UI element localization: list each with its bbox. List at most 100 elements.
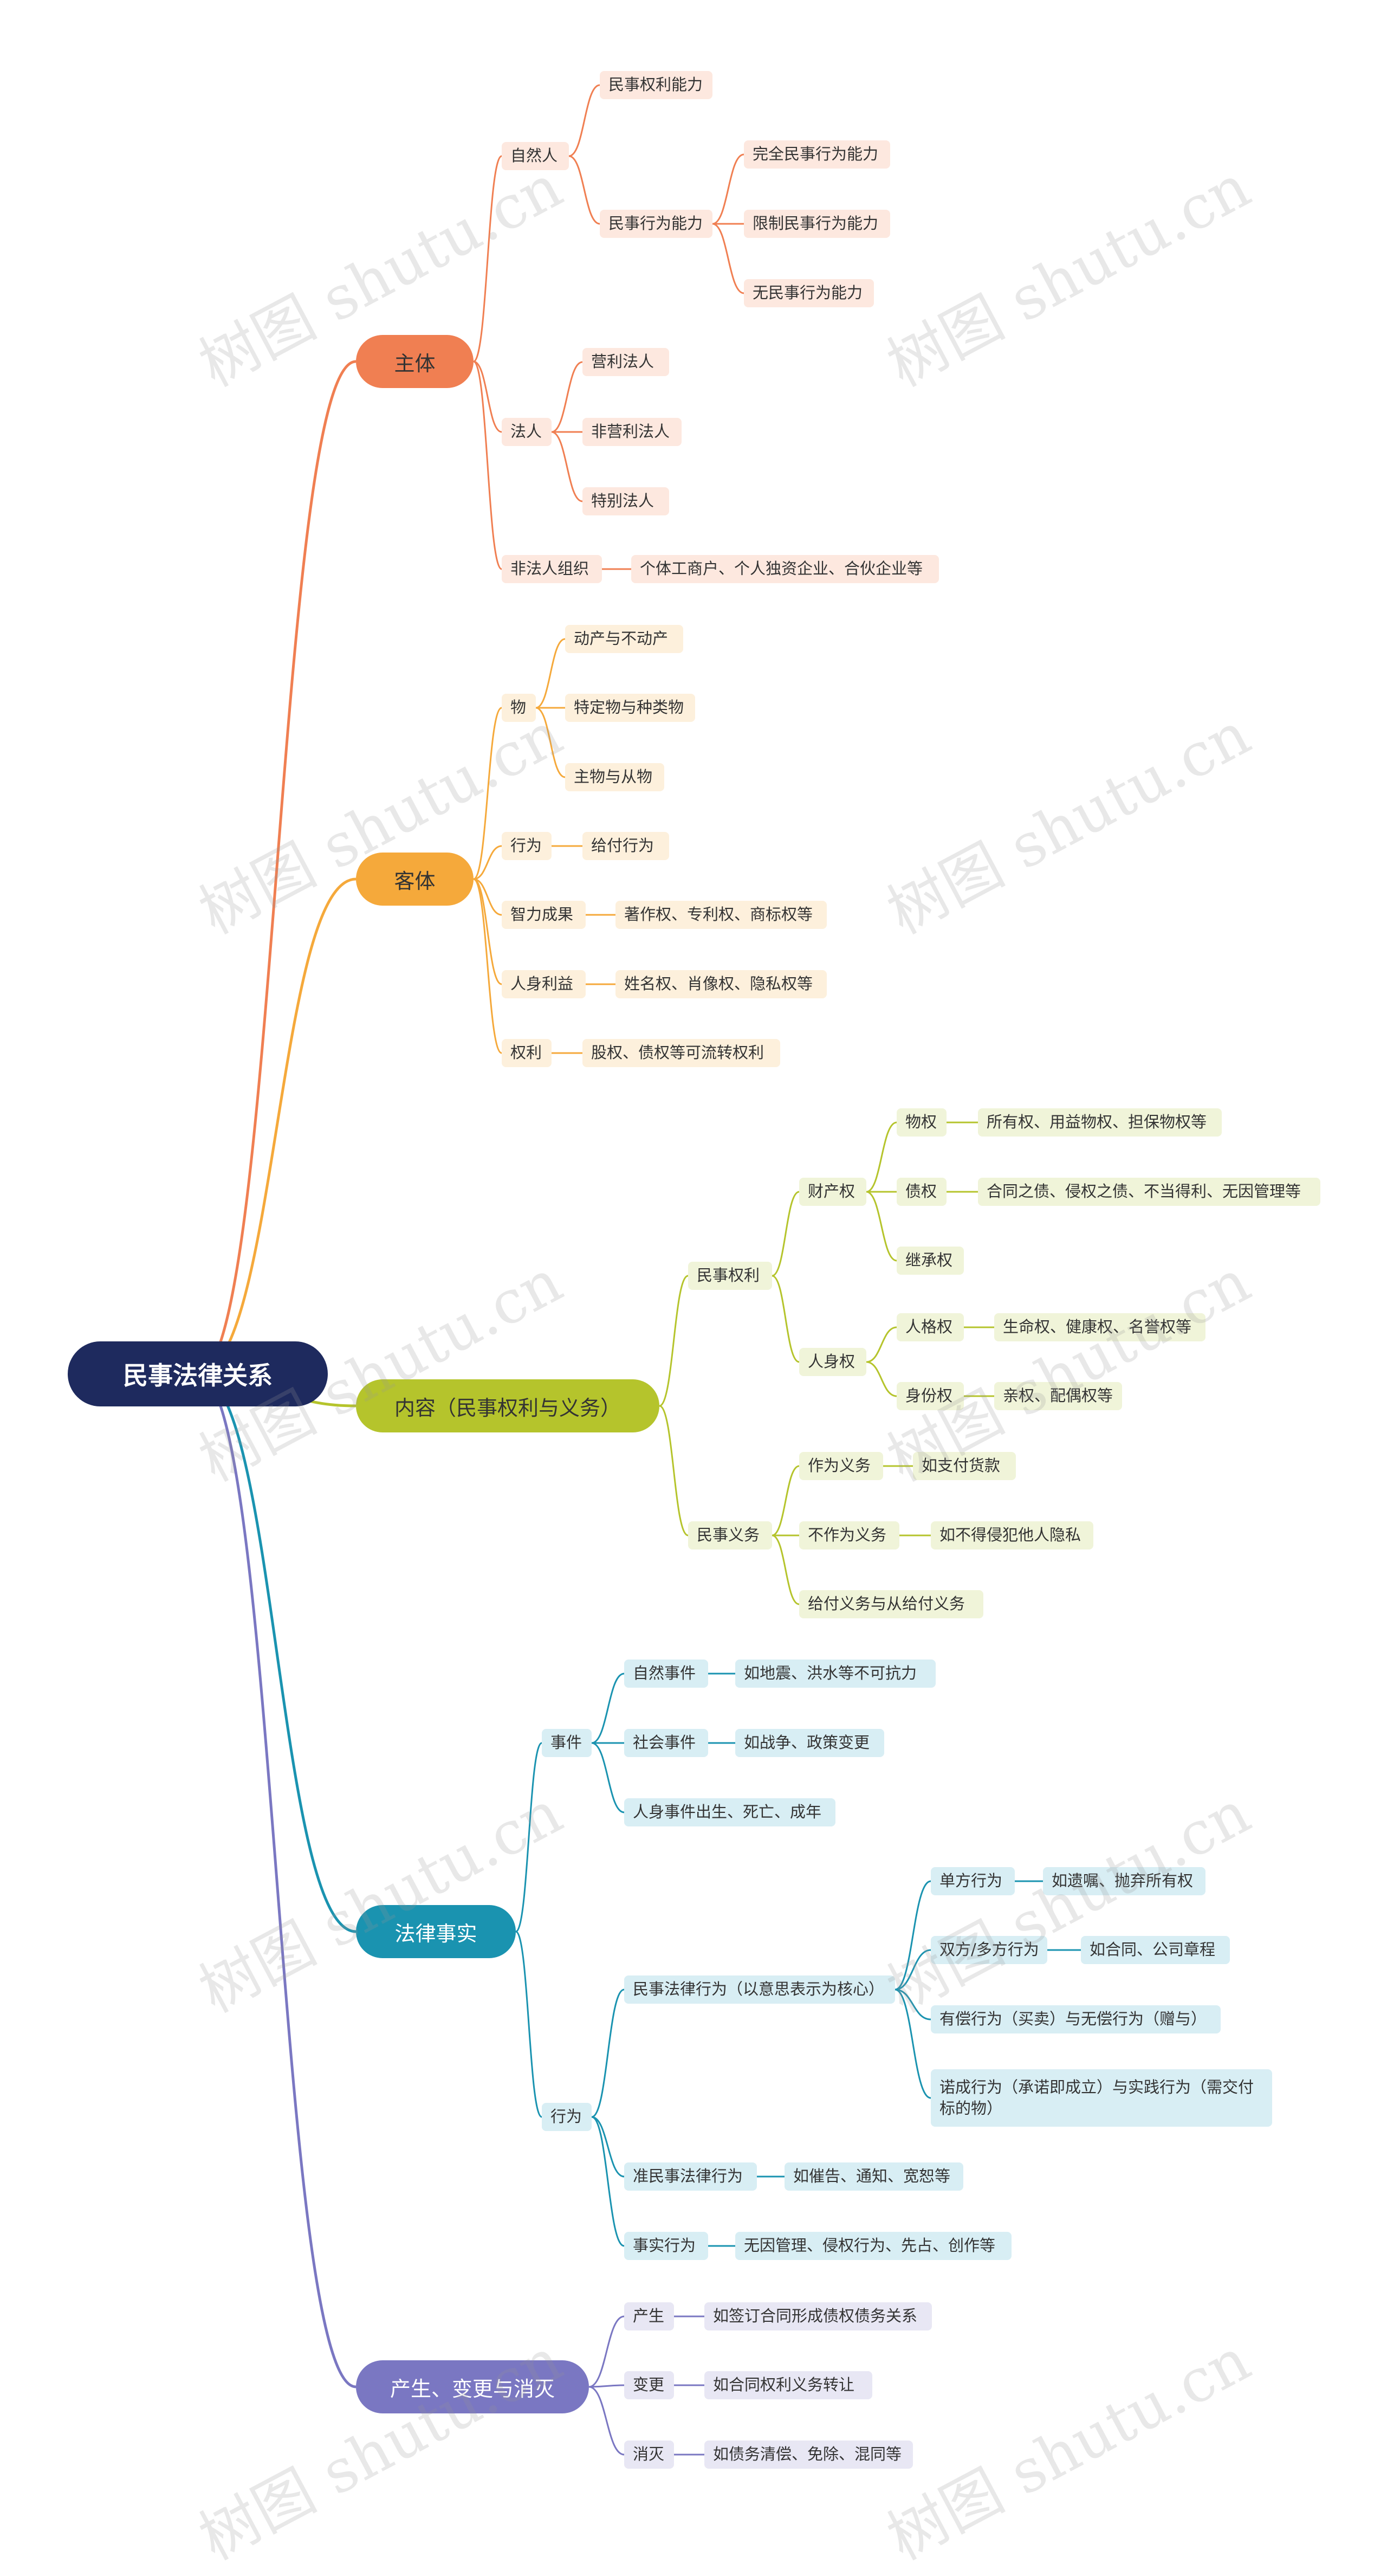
edge-sj [515, 1742, 542, 1933]
node-rs[interactable]: 人身利益 [502, 970, 586, 998]
node-smq[interactable]: 生命权、健康权、名誉权等 [994, 1313, 1205, 1341]
node-zrsj[interactable]: 自然事件 [624, 1660, 708, 1688]
edge-zw [535, 707, 566, 778]
edge-xw2 [515, 1931, 542, 2118]
node-xw2[interactable]: 行为 [542, 2103, 592, 2131]
node-wygl[interactable]: 无因管理、侵权行为、先占、创作等 [735, 2232, 1012, 2260]
edge-wu2 [473, 707, 502, 880]
watermark: 树图 shutu.cn [876, 151, 1261, 401]
node-xm2[interactable]: 消灭 [624, 2441, 674, 2469]
watermark: 树图 shutu.cn [876, 699, 1261, 948]
node-ffr[interactable]: 非法人组织 [502, 555, 602, 583]
node-sfxw[interactable]: 双方/多方行为 [931, 1936, 1047, 1964]
branch-keti[interactable]: 客体 [356, 853, 474, 906]
node-rsq[interactable]: 人身权 [799, 1348, 866, 1376]
node-zwyw[interactable]: 作为义务 [799, 1452, 883, 1480]
edge-wq [712, 153, 744, 225]
node-fyl[interactable]: 非营利法人 [582, 418, 682, 446]
node-ncxw[interactable]: 诺成行为（承诺即成立）与实践行为（需交付标的物） [931, 2069, 1272, 2127]
watermark: 树图 shutu.cn [188, 1777, 573, 2026]
node-jcq[interactable]: 继承权 [897, 1247, 964, 1275]
node-bzw[interactable]: 不作为义务 [799, 1521, 899, 1550]
node-zq[interactable]: 债权 [897, 1178, 947, 1206]
node-sfq[interactable]: 身份权 [897, 1382, 964, 1410]
node-rbd[interactable]: 如不得侵犯他人隐私 [931, 1521, 1093, 1550]
node-ryz[interactable]: 如遗嘱、抛弃所有权 [1043, 1867, 1205, 1895]
node-gfyw[interactable]: 给付义务与从给付义务 [799, 1590, 983, 1618]
node-ht[interactable]: 合同之债、侵权之债、不当得利、无因管理等 [978, 1178, 1320, 1206]
node-xz[interactable]: 限制民事行为能力 [744, 210, 890, 238]
edge-rsq [772, 1275, 800, 1363]
node-td[interactable]: 特定物与种类物 [565, 694, 695, 722]
node-zrr[interactable]: 自然人 [502, 142, 569, 170]
node-rhtq[interactable]: 如合同权利义务转让 [704, 2371, 872, 2399]
node-ql[interactable]: 权利 [502, 1039, 552, 1067]
edge-jcq [866, 1191, 897, 1262]
node-qq[interactable]: 亲权、配偶权等 [994, 1382, 1122, 1410]
root-node[interactable]: 民事法律关系 [68, 1341, 328, 1406]
node-rzw[interactable]: 如债务清偿、免除、混同等 [704, 2441, 913, 2469]
node-wu2[interactable]: 物 [502, 694, 536, 722]
edge-ql [473, 878, 502, 1054]
node-cs[interactable]: 产生 [624, 2302, 674, 2330]
node-rzf[interactable]: 如支付货款 [913, 1452, 1016, 1480]
edge-falv [197, 1372, 357, 1933]
node-msyw[interactable]: 民事义务 [688, 1521, 772, 1550]
node-zl[interactable]: 智力成果 [502, 901, 586, 929]
node-bg[interactable]: 变更 [624, 2371, 674, 2399]
node-xm[interactable]: 姓名权、肖像权、隐私权等 [615, 970, 827, 998]
node-mqnl[interactable]: 民事权利能力 [600, 71, 712, 99]
branch-zhuti[interactable]: 主体 [356, 335, 474, 388]
node-rdz[interactable]: 如地震、洪水等不可抗力 [735, 1660, 936, 1688]
node-syq[interactable]: 所有权、用益物权、担保物权等 [978, 1108, 1222, 1137]
node-shsj[interactable]: 社会事件 [624, 1729, 708, 1757]
node-zw[interactable]: 主物与从物 [565, 763, 664, 791]
edge-ycxw [895, 1989, 931, 2020]
node-ycxw[interactable]: 有偿行为（买卖）与无偿行为（赠与） [931, 2005, 1221, 2033]
watermark: 树图 shutu.cn [188, 2325, 573, 2574]
node-mxnl[interactable]: 民事行为能力 [600, 210, 712, 238]
node-sj[interactable]: 事件 [542, 1729, 592, 1757]
edge-ffr [473, 360, 502, 570]
edge-ccq [772, 1191, 800, 1277]
node-gf[interactable]: 给付行为 [582, 832, 669, 860]
node-msfl[interactable]: 民事法律行为（以意思表示为核心） [624, 1975, 895, 2004]
edge-dfxw [895, 1880, 931, 1991]
node-rqd[interactable]: 如签订合同形成债权债务关系 [704, 2302, 932, 2330]
watermark: 树图 shutu.cn [876, 1777, 1261, 2026]
branch-chansheng[interactable]: 产生、变更与消灭 [356, 2360, 589, 2413]
node-wq[interactable]: 完全民事行为能力 [744, 140, 890, 169]
node-dc[interactable]: 动产与不动产 [565, 625, 683, 653]
branch-neirong[interactable]: 内容（民事权利与义务） [356, 1379, 659, 1432]
node-zmsfl[interactable]: 准民事法律行为 [624, 2162, 757, 2191]
node-rgq[interactable]: 人格权 [897, 1313, 964, 1341]
node-ssxw[interactable]: 事实行为 [624, 2232, 708, 2260]
node-rcg[interactable]: 如催告、通知、宽恕等 [785, 2162, 963, 2191]
node-wu[interactable]: 无民事行为能力 [744, 279, 874, 307]
node-ccq[interactable]: 财产权 [799, 1178, 866, 1206]
edge-wu [712, 223, 744, 294]
node-xw[interactable]: 行为 [502, 832, 552, 860]
node-gq[interactable]: 股权、债权等可流转权利 [582, 1039, 780, 1067]
edge-cs [588, 2315, 625, 2388]
node-msql[interactable]: 民事权利 [688, 1262, 772, 1290]
node-rssj[interactable]: 人身事件出生、死亡、成年 [624, 1798, 835, 1826]
node-wq2[interactable]: 物权 [897, 1108, 947, 1137]
node-yl[interactable]: 营利法人 [582, 348, 669, 376]
node-gt[interactable]: 个体工商户、个人独资企业、合伙企业等 [631, 555, 939, 583]
edge-wq2 [866, 1121, 897, 1193]
node-fr[interactable]: 法人 [502, 418, 552, 446]
node-dfxw[interactable]: 单方行为 [931, 1867, 1015, 1895]
node-zz[interactable]: 著作权、专利权、商标权等 [615, 901, 827, 929]
node-rht[interactable]: 如合同、公司章程 [1081, 1936, 1230, 1964]
edge-mxnl [568, 155, 600, 225]
edge-ncxw [895, 1989, 931, 2099]
node-rzz[interactable]: 如战争、政策变更 [735, 1729, 884, 1757]
edge-tb [551, 431, 583, 502]
edge-msql [659, 1275, 689, 1407]
node-tb[interactable]: 特别法人 [582, 487, 669, 515]
edge-chansheng [197, 1372, 357, 2388]
edge-xw [473, 845, 502, 880]
edge-rgq [866, 1326, 897, 1363]
branch-falv[interactable]: 法律事实 [356, 1905, 516, 1958]
